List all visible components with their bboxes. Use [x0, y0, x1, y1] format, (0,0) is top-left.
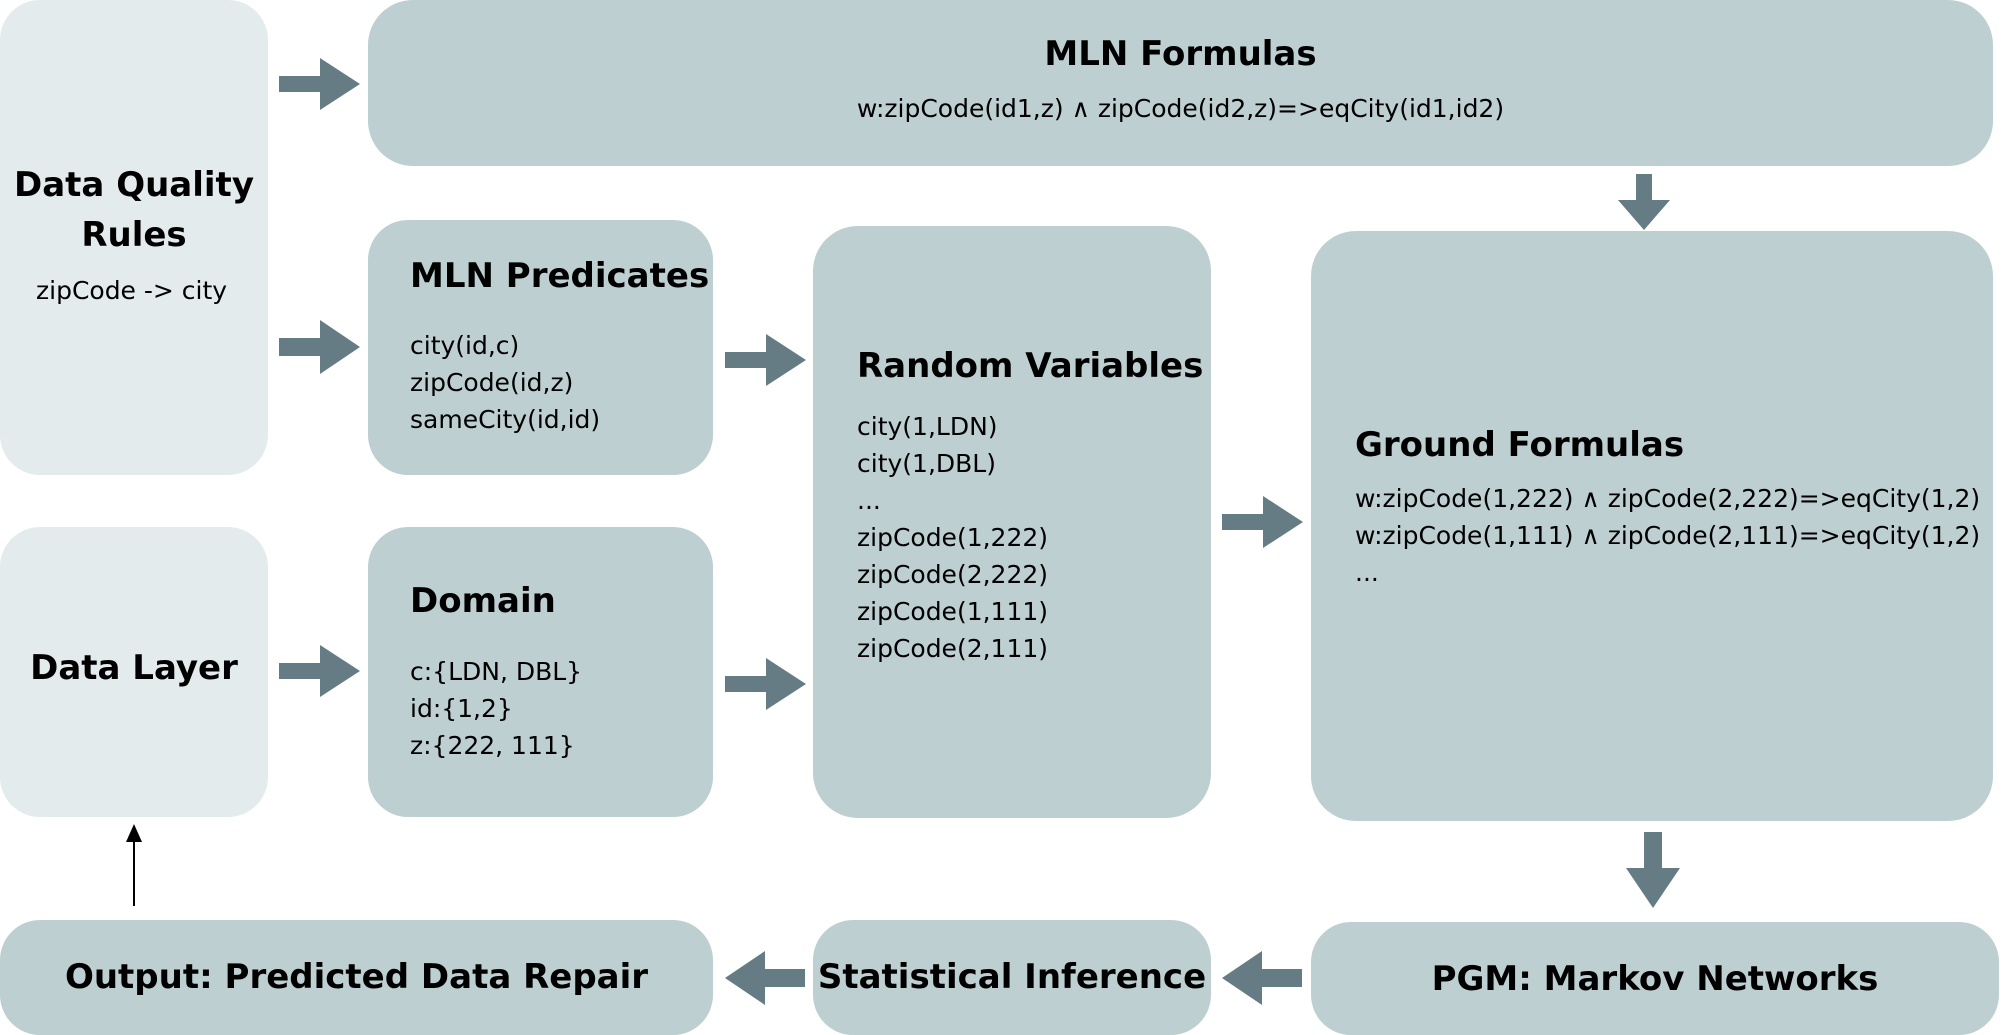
- predicate-item: city(id,c): [410, 331, 520, 360]
- data-layer-title: Data Layer: [30, 648, 238, 688]
- ground-formulas-list: w:zipCode(1,222) ∧ zipCode(2,222)=>eqCit…: [1355, 480, 1980, 591]
- predicate-item: zipCode(id,z): [410, 368, 574, 397]
- arrow-right-icon: [725, 658, 806, 710]
- arrow-down-icon: [1618, 174, 1670, 230]
- data-quality-rule-text: zipCode -> city: [36, 276, 228, 305]
- random-variable-item: city(1,DBL): [857, 449, 996, 478]
- ground-formula-item: ...: [1355, 558, 1379, 587]
- mln-formula-text: w:zipCode(id1,z) ∧ zipCode(id2,z)=>eqCit…: [856, 94, 1505, 123]
- random-variable-item: zipCode(1,222): [857, 523, 1049, 552]
- domain-list: c:{LDN, DBL} id:{1,2} z:{222, 111}: [410, 653, 582, 764]
- domain-item: z:{222, 111}: [410, 731, 575, 760]
- domain-item: id:{1,2}: [410, 694, 513, 723]
- random-variable-item: zipCode(2,111): [857, 634, 1049, 663]
- ground-formulas-box: Ground Formulas w:zipCode(1,222) ∧ zipCo…: [1311, 231, 1993, 821]
- random-variable-item: zipCode(2,222): [857, 560, 1049, 589]
- random-variables-title: Random Variables: [857, 346, 1204, 386]
- arrow-up-head-icon: [126, 824, 142, 842]
- data-layer-box: Data Layer: [0, 527, 268, 817]
- random-variables-list: city(1,LDN) city(1,DBL) ... zipCode(1,22…: [857, 408, 1048, 667]
- domain-box: Domain c:{LDN, DBL} id:{1,2} z:{222, 111…: [368, 527, 713, 817]
- ground-formula-item: w:zipCode(1,222) ∧ zipCode(2,222)=>eqCit…: [1355, 484, 1981, 513]
- random-variable-item: city(1,LDN): [857, 412, 998, 441]
- random-variables-box: Random Variables city(1,LDN) city(1,DBL)…: [813, 226, 1211, 818]
- domain-item: c:{LDN, DBL}: [410, 657, 583, 686]
- mln-predicates-box: MLN Predicates city(id,c) zipCode(id,z) …: [368, 220, 713, 475]
- statistical-inference-title: Statistical Inference: [817, 957, 1207, 997]
- data-quality-rules-title: Data Quality Rules: [14, 165, 254, 255]
- ground-formulas-title: Ground Formulas: [1355, 425, 1685, 465]
- arrow-right-icon: [279, 58, 360, 110]
- arrow-right-icon: [279, 645, 360, 697]
- arrow-left-icon: [1222, 951, 1302, 1005]
- arrow-left-icon: [725, 951, 805, 1005]
- domain-title: Domain: [410, 581, 556, 621]
- mln-predicates-title: MLN Predicates: [410, 256, 710, 296]
- ground-formula-item: w:zipCode(1,111) ∧ zipCode(2,111)=>eqCit…: [1355, 521, 1981, 550]
- arrow-right-icon: [1222, 496, 1303, 548]
- arrow-right-icon: [725, 334, 806, 386]
- output-box: Output: Predicted Data Repair: [0, 920, 713, 1035]
- mln-formulas-box: MLN Formulas w:zipCode(id1,z) ∧ zipCode(…: [368, 0, 1993, 166]
- mln-formulas-title: MLN Formulas: [1044, 34, 1317, 74]
- pgm-box: PGM: Markov Networks: [1311, 922, 1999, 1035]
- mln-predicates-list: city(id,c) zipCode(id,z) sameCity(id,id): [410, 327, 600, 438]
- pgm-title: PGM: Markov Networks: [1431, 959, 1879, 999]
- data-quality-rules-box: Data Quality Rules zipCode -> city: [0, 0, 268, 475]
- output-title: Output: Predicted Data Repair: [64, 957, 649, 997]
- random-variable-item: zipCode(1,111): [857, 597, 1049, 626]
- arrow-right-icon: [279, 320, 360, 374]
- arrow-down-icon: [1626, 832, 1680, 908]
- random-variable-item: ...: [857, 486, 881, 515]
- statistical-inference-box: Statistical Inference: [813, 920, 1211, 1035]
- predicate-item: sameCity(id,id): [410, 405, 601, 434]
